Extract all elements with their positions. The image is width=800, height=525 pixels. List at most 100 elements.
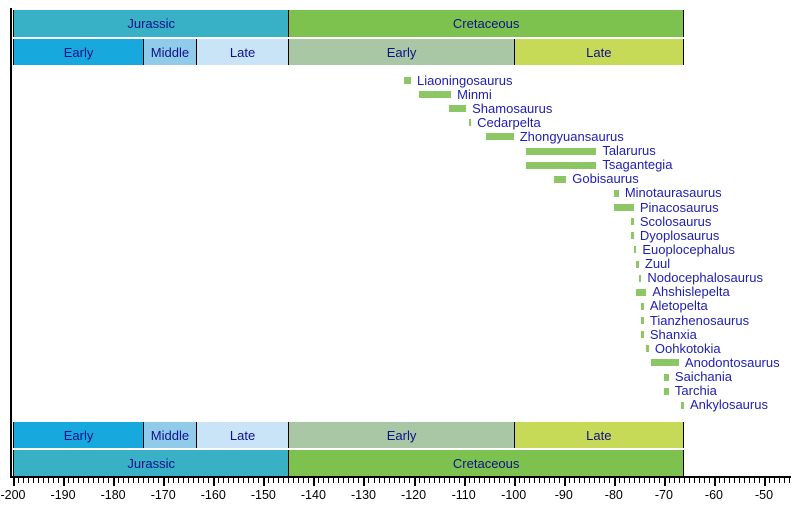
- axis-tick-minor: [73, 478, 75, 483]
- taxon-range-bar: [641, 317, 644, 325]
- axis-tick-minor: [48, 478, 50, 483]
- bottom-epoch-band-segment: Middle: [143, 422, 196, 448]
- top-epoch-band-label: Early: [386, 44, 417, 60]
- axis-tick-minor: [388, 478, 390, 483]
- y-axis-spine: [10, 8, 12, 478]
- axis-tick-major: [663, 478, 666, 486]
- axis-tick-minor: [98, 478, 100, 483]
- bottom-epoch-band-segment: Late: [513, 422, 684, 448]
- axis-tick-minor: [208, 478, 210, 483]
- axis-tick-minor: [578, 478, 580, 483]
- bottom-epoch-band-label: Early: [386, 427, 417, 443]
- axis-tick-minor: [623, 478, 625, 483]
- axis-tick-minor: [353, 478, 355, 483]
- axis-tick-minor: [739, 478, 740, 483]
- top-epoch-band-segment: Middle: [143, 39, 196, 65]
- taxon-label[interactable]: Scolosaurus: [639, 213, 712, 229]
- taxon-range-bar: [636, 288, 647, 296]
- taxon-range-bar: [526, 147, 597, 155]
- taxon-label[interactable]: Aletopelta: [649, 298, 708, 314]
- axis-tick-minor: [243, 478, 245, 483]
- axis-tick-minor: [543, 478, 545, 483]
- taxon-label[interactable]: Shanxia: [649, 326, 697, 342]
- bottom-epoch-band-label: Middle: [150, 427, 190, 443]
- axis-tick-minor: [508, 478, 510, 483]
- axis-tick-minor: [28, 478, 30, 483]
- taxon-range-bar: [486, 133, 514, 141]
- taxon-label[interactable]: Dyoplosaurus: [639, 227, 720, 243]
- taxon-label[interactable]: Gobisaurus: [572, 171, 639, 187]
- axis-tick-label: -160: [200, 488, 226, 502]
- axis-tick-minor: [723, 478, 725, 483]
- axis-tick-minor: [673, 478, 675, 483]
- axis-tick-minor: [653, 478, 655, 483]
- axis-tick-minor: [598, 478, 600, 483]
- axis-tick-minor: [668, 478, 670, 483]
- axis-tick-minor: [383, 478, 385, 483]
- axis-tick-major: [613, 478, 616, 486]
- taxon-range-bar: [633, 246, 637, 254]
- axis-tick-minor: [68, 478, 70, 483]
- axis-tick-minor: [268, 478, 270, 483]
- axis-tick-minor: [553, 478, 555, 483]
- taxon-label[interactable]: Tarchia: [674, 383, 717, 399]
- taxon-label[interactable]: Liaoningosaurus: [417, 72, 513, 88]
- taxon-label[interactable]: Ankylosaurus: [689, 397, 768, 413]
- taxon-label[interactable]: Zhongyuansaurus: [519, 128, 624, 144]
- axis-tick-minor: [523, 478, 525, 483]
- axis-tick-major: [213, 478, 216, 486]
- top-epoch-band-label: Middle: [150, 44, 190, 60]
- axis-tick-minor: [88, 478, 90, 483]
- taxon-range-bar: [638, 274, 642, 282]
- axis-tick-minor: [643, 478, 645, 483]
- axis-tick-label: -200: [0, 488, 26, 502]
- axis-tick-minor: [108, 478, 110, 483]
- axis-tick-minor: [103, 478, 105, 483]
- taxon-range-bar: [613, 189, 619, 197]
- taxon-label[interactable]: Tsagantegia: [602, 157, 673, 173]
- taxon-label[interactable]: Zuul: [644, 256, 671, 272]
- taxon-label[interactable]: Talarurus: [602, 143, 656, 159]
- axis-tick-minor: [43, 478, 45, 483]
- taxon-label[interactable]: Nodocephalosaurus: [647, 270, 764, 286]
- bottom-epoch-band-label: Early: [63, 427, 94, 443]
- axis-tick-minor: [744, 478, 746, 483]
- taxon-label[interactable]: Pinacosaurus: [639, 199, 719, 215]
- axis-tick-minor: [458, 478, 460, 483]
- axis-tick-major: [313, 478, 316, 486]
- axis-tick-minor: [533, 478, 535, 483]
- axis-tick-major: [163, 478, 166, 486]
- top-epoch-band-label: Late: [229, 44, 256, 60]
- axis-tick-minor: [358, 478, 360, 483]
- taxon-label[interactable]: Minmi: [457, 86, 492, 102]
- axis-tick-minor: [173, 478, 175, 483]
- axis-tick-minor: [308, 478, 310, 483]
- axis-tick-minor: [93, 478, 95, 483]
- taxon-label[interactable]: Shamosaurus: [472, 100, 553, 116]
- taxon-label[interactable]: Anodontosaurus: [684, 354, 780, 370]
- taxon-label[interactable]: Oohkotokia: [654, 340, 721, 356]
- axis-tick-minor: [438, 478, 440, 483]
- axis-tick-minor: [658, 478, 660, 483]
- axis-tick-minor: [223, 478, 225, 483]
- axis-tick-label: -50: [755, 488, 774, 502]
- taxon-label[interactable]: Cedarpelta: [477, 114, 541, 130]
- taxon-range-bar: [631, 218, 634, 226]
- taxon-label[interactable]: Ahshislepelta: [652, 284, 730, 300]
- axis-tick-minor: [143, 478, 145, 483]
- taxon-label[interactable]: Euoplocephalus: [642, 241, 735, 257]
- taxon-range-bar: [418, 91, 452, 99]
- axis-tick-minor: [328, 478, 330, 483]
- axis-tick-minor: [158, 478, 160, 483]
- taxon-label[interactable]: Saichania: [674, 369, 733, 385]
- taxon-label[interactable]: Tianzhenosaurus: [649, 312, 750, 328]
- axis-tick-major: [263, 478, 266, 486]
- axis-tick-minor: [273, 478, 275, 483]
- axis-tick-minor: [698, 478, 700, 483]
- taxon-label[interactable]: Minotaurasaurus: [624, 185, 722, 201]
- axis-tick-minor: [678, 478, 680, 483]
